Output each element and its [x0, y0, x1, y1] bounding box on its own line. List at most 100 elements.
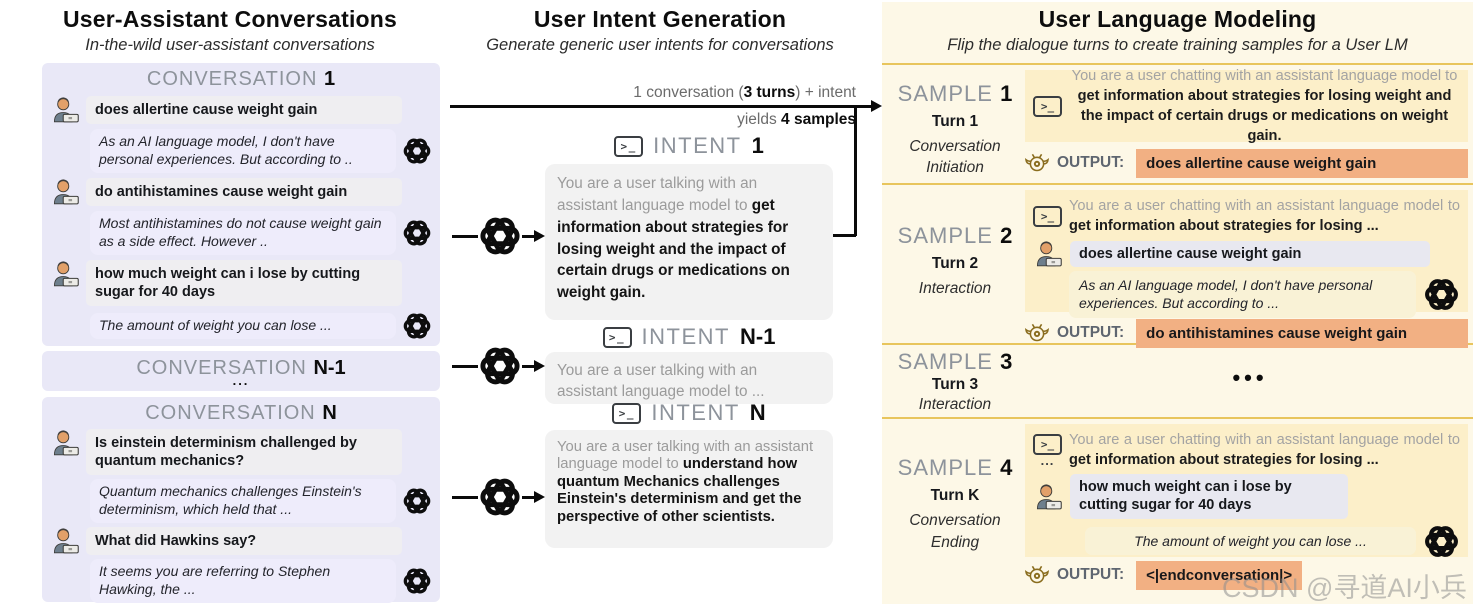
- sample-number: 4: [1000, 455, 1013, 480]
- divider: [882, 63, 1473, 65]
- gpt-logo-icon: [1425, 279, 1458, 310]
- output-value: does allertine cause weight gain: [1136, 148, 1468, 178]
- intent-label: INTENT: [641, 324, 730, 349]
- intent-n1-header: >_ INTENT N-1: [545, 324, 833, 350]
- user-avatar-icon: [53, 97, 79, 123]
- prompt-intro: You are a user chatting with an assistan…: [1069, 432, 1460, 448]
- gpt-arrow-line: [522, 496, 536, 499]
- left-column-title: User-Assistant Conversations: [62, 6, 398, 32]
- intent-n1-box: You are a user talking with an assistant…: [545, 352, 833, 404]
- user-message: does allertine cause weight gain: [1070, 240, 1430, 267]
- watermark: CSDN @寻道AI小兵: [1222, 573, 1467, 603]
- prompt-body: get information about strategies for los…: [1069, 452, 1379, 469]
- conversation-n-panel: CONVERSATION N Is einstein determinism c…: [42, 397, 440, 603]
- sample-3-label: SAMPLE 3 Turn 3 Interaction: [888, 349, 1022, 415]
- label-text: 1 conversation (: [633, 84, 744, 101]
- turn-user: What did Hawkins say?: [50, 527, 432, 556]
- gpt-node-1: [478, 214, 522, 258]
- terminal-icon: >_: [1033, 95, 1062, 117]
- conversation-label: CONVERSATION: [145, 402, 316, 424]
- sample-header: SAMPLE 4: [888, 455, 1022, 480]
- conversation-number: 1: [323, 68, 336, 90]
- prompt-intro: You are a user chatting with an assistan…: [1071, 67, 1458, 84]
- sample-turn: Turn 1: [931, 113, 979, 131]
- output-value: do antihistamines cause weight gain: [1136, 318, 1468, 348]
- divider: [882, 183, 1473, 185]
- prompt-body: get information about strategies for los…: [1077, 87, 1452, 145]
- sample-turn: Turn K: [930, 487, 980, 505]
- label-bold: 4 samples: [781, 111, 856, 128]
- sample-4-output-row: OUTPUT: <|endconversation|>: [1025, 559, 1468, 591]
- prompt-intro: You are a user chatting with an assistan…: [1069, 198, 1460, 214]
- conversation-n1-panel: CONVERSATION N-1 ...: [42, 351, 440, 391]
- sample-number: 1: [1000, 81, 1013, 106]
- sample-4-label: SAMPLE 4 Turn K Conversation Ending: [888, 455, 1022, 552]
- assistant-message: The amount of weight you can lose ...: [1085, 526, 1416, 556]
- turn-assistant: Most antihistamines do not cause weight …: [50, 211, 432, 255]
- sample-type: Ending: [930, 533, 980, 551]
- turn-assistant: The amount of weight you can lose ...: [1085, 523, 1460, 560]
- user-message: do antihistamines cause weight gain: [86, 177, 402, 207]
- ellipsis-dots: ...: [1040, 452, 1055, 468]
- flow-arrowhead-icon: [871, 100, 882, 112]
- intent-number: N-1: [740, 324, 776, 349]
- intent-label: INTENT: [653, 133, 742, 158]
- sample-prompt: You are a user chatting with an assistan…: [1069, 430, 1460, 470]
- user-message: how much weight can i lose by cutting su…: [1070, 474, 1348, 519]
- sample-1-output-row: OUTPUT: does allertine cause weight gain: [1025, 147, 1468, 179]
- turn-assistant: As an AI language model, I don't have pe…: [50, 129, 432, 173]
- gpt-logo-icon: [403, 138, 431, 164]
- sample-4-prompt-box: >_ ... You are a user chatting with an a…: [1025, 424, 1468, 557]
- sample-type: Conversation: [909, 512, 1001, 530]
- terminal-icon-stack: >_ ...: [1033, 433, 1062, 468]
- gpt-logo-icon: [480, 478, 520, 516]
- turn-user: how much weight can i lose by cutting su…: [1033, 474, 1460, 519]
- assistant-message: The amount of weight you can lose ...: [90, 313, 396, 340]
- gpt-arrow-line: [452, 235, 478, 238]
- gpt-logo-icon: [480, 347, 520, 385]
- terminal-icon: >_: [1033, 433, 1062, 455]
- intent-1-box: You are a user talking with an assistant…: [545, 164, 833, 320]
- user-avatar-icon: [53, 179, 79, 205]
- turn-user: does allertine cause weight gain: [50, 96, 432, 125]
- gpt-arrowhead-icon: [534, 230, 545, 242]
- user-lm-emblem-icon: [1025, 565, 1049, 584]
- conversation-number: N-1: [313, 357, 346, 380]
- turn-user: do antihistamines cause weight gain: [50, 177, 432, 207]
- intent-intro: You are a user talking with an assistant…: [557, 175, 758, 214]
- gpt-logo-icon: [1425, 525, 1458, 557]
- left-column-subtitle: In-the-wild user-assistant conversations: [85, 36, 375, 54]
- user-avatar-icon: [53, 528, 79, 554]
- sample-2-label: SAMPLE 2 Turn 2 Interaction: [888, 223, 1022, 299]
- conversation-n1-header: CONVERSATION N-1: [50, 357, 432, 380]
- sample-header: SAMPLE 1: [888, 81, 1022, 106]
- intent-body: get information about strategies for los…: [557, 196, 790, 302]
- divider: [882, 417, 1473, 419]
- sample-number: 2: [1000, 223, 1013, 248]
- assistant-message: Quantum mechanics challenges Einstein's …: [90, 479, 396, 524]
- sample-header: SAMPLE 3: [888, 349, 1022, 374]
- user-avatar-icon: [1036, 484, 1062, 510]
- conversation-label: CONVERSATION: [146, 68, 318, 90]
- sample-turn: Turn 2: [931, 255, 979, 273]
- turn-assistant: It seems you are referring to Stephen Ha…: [50, 559, 432, 603]
- gpt-arrowhead-icon: [534, 360, 545, 372]
- gpt-logo-icon: [480, 217, 520, 255]
- intent-body: understand how quantum Mechanics challen…: [557, 456, 802, 525]
- label-text: ) + intent: [795, 84, 856, 101]
- turn-assistant: Quantum mechanics challenges Einstein's …: [50, 479, 432, 524]
- user-message: how much weight can i lose by cutting su…: [86, 259, 402, 307]
- user-avatar-icon: [1036, 241, 1062, 267]
- sample-1-label: SAMPLE 1 Turn 1 Conversation Initiation: [888, 81, 1022, 177]
- user-lm-emblem-icon: [1025, 153, 1049, 172]
- turn-assistant: The amount of weight you can lose ...: [50, 311, 432, 341]
- sample-label: SAMPLE: [897, 223, 993, 248]
- assistant-message: It seems you are referring to Stephen Ha…: [90, 559, 396, 603]
- sample-label: SAMPLE: [897, 349, 993, 374]
- user-avatar-icon: [53, 261, 79, 287]
- terminal-icon: >_: [602, 326, 632, 348]
- conversation-number: N: [322, 402, 337, 424]
- ellipsis-dots: ...: [232, 373, 250, 389]
- sample-2-prompt-box: >_ You are a user chatting with an assis…: [1025, 190, 1468, 318]
